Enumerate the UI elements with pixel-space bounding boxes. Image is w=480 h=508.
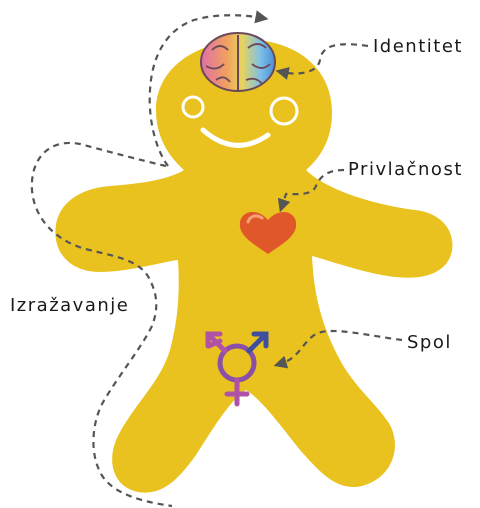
brain-icon xyxy=(201,33,275,91)
sex-label: Spol xyxy=(407,332,452,353)
gingerbread-body xyxy=(55,40,452,493)
attraction-label: Privlačnost xyxy=(348,159,463,180)
identity-label: Identitet xyxy=(373,36,463,57)
expression-label: Izražavanje xyxy=(10,295,129,316)
